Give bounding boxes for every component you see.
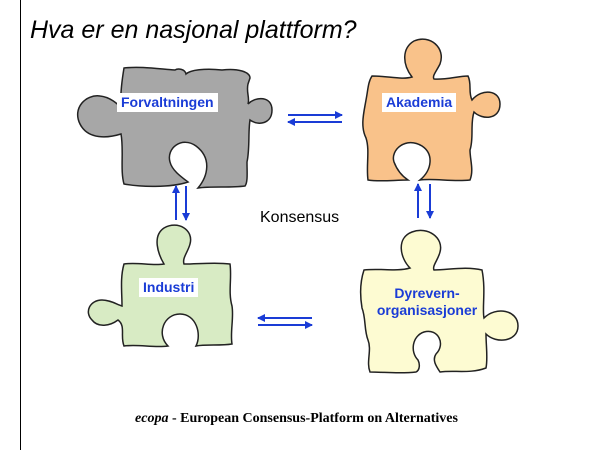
label-dyrevern-line2: organisasjoner: [376, 302, 478, 318]
puzzle-piece-forvaltningen: [77, 66, 273, 190]
label-dyrevern-line1: Dyrevern-: [394, 285, 460, 301]
slide-title: Hva er en nasjonal plattform?: [30, 16, 357, 44]
label-dyrevern: Dyrevern- organisasjoner: [364, 285, 490, 319]
left-rule: [20, 0, 21, 450]
label-industri: Industri: [139, 278, 199, 297]
footer-text: - European Consensus-Platform on Alterna…: [168, 411, 458, 426]
consensus-label: Konsensus: [260, 209, 340, 226]
label-forvaltningen: Forvaltningen: [117, 93, 218, 112]
footer-brand: ecopa: [135, 411, 169, 426]
puzzle-piece-dyrevern: [359, 229, 519, 374]
footer-caption: ecopa - European Consensus-Platform on A…: [0, 411, 593, 427]
label-akademia: Akademia: [382, 93, 457, 112]
